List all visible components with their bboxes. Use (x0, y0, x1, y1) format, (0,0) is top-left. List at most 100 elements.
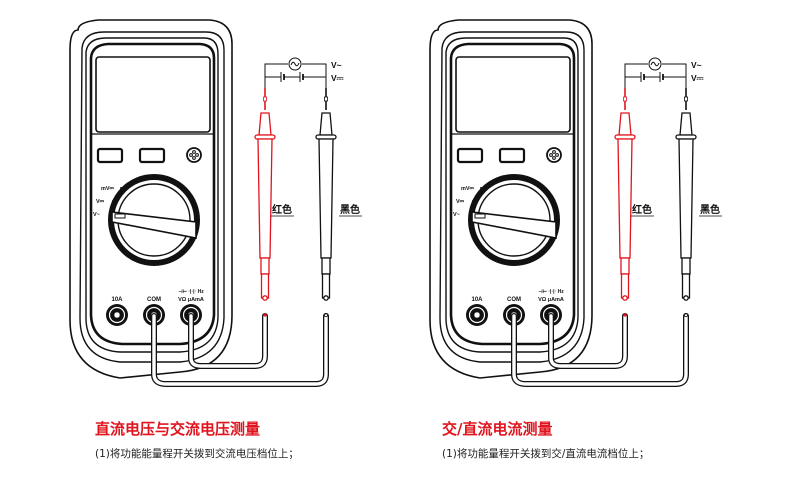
source-label-ac: V~ (331, 60, 342, 70)
probe-tip-collar (263, 96, 267, 102)
rotary-dial-ring (108, 174, 200, 266)
ac-source-icon (288, 57, 302, 71)
multimeter-face (89, 42, 216, 346)
red-probe-label: 红色 (272, 203, 292, 216)
multimeter-outer-shell (429, 19, 593, 379)
probe-handle-end (321, 257, 331, 275)
red-probe (614, 88, 636, 301)
probe-nose (679, 112, 693, 136)
circuit-wire-ac (662, 63, 687, 88)
dial-pointer (471, 211, 557, 239)
jack-label-com: COM (147, 297, 161, 303)
black-probe-label: 黑色 (700, 203, 720, 216)
dial-tick (120, 187, 122, 189)
probe-handle (617, 138, 633, 259)
range-button (498, 147, 526, 164)
probe-boot (321, 273, 331, 299)
circuit-wire-ac (624, 63, 648, 88)
ac-source-sine (650, 61, 660, 67)
light-button (186, 147, 202, 163)
jack-label-v-ohm-ma: VΩ μAmA (178, 297, 204, 303)
jack-10a-socket (473, 311, 481, 319)
light-button (546, 147, 562, 163)
black-probe (675, 88, 697, 301)
lcd-display (455, 56, 571, 133)
source-label-dc: V⎓ (691, 73, 705, 83)
range-button (138, 147, 166, 164)
jack-10a-socket (113, 311, 121, 319)
multimeter-body (85, 37, 219, 353)
function-button (456, 147, 484, 164)
jack-label-10a: 10A (111, 297, 123, 303)
multimeter-bumper (439, 31, 585, 363)
jack-label-v-ohm-ma: VΩ μAmA (538, 297, 564, 303)
red-probe (254, 88, 276, 301)
ac-source-icon (648, 57, 662, 71)
jack-label-com: COM (507, 297, 521, 303)
probe-tip-collar (324, 96, 328, 102)
probe-nose (618, 112, 632, 136)
probe-nose (258, 112, 272, 136)
light-button-dot (192, 156, 196, 160)
panel-title: 交/直流电流测量 (442, 420, 553, 438)
probe-handle (257, 138, 273, 259)
dial-pointer-mark (114, 213, 126, 219)
function-button (96, 147, 124, 164)
jack-label-symbols: ⊣⊢ ·|·|· Hz (538, 287, 564, 295)
black-probe (315, 88, 337, 301)
panel-title: 直流电压与交流电压测量 (95, 420, 261, 438)
black-lead-cable (151, 313, 329, 387)
red-probe-label: 红色 (632, 203, 652, 216)
source-label-ac: V~ (691, 60, 702, 70)
black-lead-cable-inner (152, 314, 328, 386)
light-button-dot (195, 153, 199, 157)
probe-cable-end (262, 295, 268, 301)
probe-tip-collar (684, 96, 688, 102)
dial-label-v-dc: V⎓ (456, 199, 465, 205)
probe-boot (260, 273, 270, 299)
dial-pointer (111, 211, 197, 239)
jack-label-symbols: ⊣⊢ ·|·|· Hz (178, 287, 204, 295)
black-probe-label: 黑色 (340, 203, 360, 216)
dial-label-v-ac: V~ (93, 212, 100, 218)
jack-10a-ring (108, 306, 126, 324)
multimeter-face (449, 42, 576, 346)
black-lead-end (323, 312, 328, 317)
probe-cable-end (622, 295, 628, 301)
source-label-dc: V⎓ (331, 73, 345, 83)
probe-handle (678, 138, 694, 259)
dial-label-v-dc: V⎓ (96, 199, 105, 205)
light-button-dot (189, 153, 193, 157)
light-button-dot (192, 150, 196, 154)
light-button-dot (552, 150, 556, 154)
panel-step-text: (1)将功能量程开关拨到交/直流电流档位上； (442, 448, 650, 460)
dial-tick (480, 187, 482, 189)
dial-tick (469, 213, 471, 215)
probe-cable-end (323, 295, 329, 301)
red-lead-cable-inner (549, 314, 627, 368)
ac-source-sine (290, 61, 300, 67)
probe-handle-end (260, 257, 270, 275)
probe-nose (319, 112, 333, 136)
red-lead-cable-inner (189, 314, 267, 368)
multimeter-bumper (79, 31, 225, 363)
dial-label-mv-dc: mV⎓ (461, 186, 475, 192)
jack-label-10a: 10A (471, 297, 483, 303)
probe-tip-collar (623, 96, 627, 102)
dial-tick (472, 200, 474, 202)
probe-boot (620, 273, 630, 299)
rotary-dial-ring (468, 174, 560, 266)
circuit-wire-ac (264, 63, 288, 88)
circuit-wire-ac (302, 63, 327, 88)
black-lead-end (684, 312, 689, 317)
light-button-dot (552, 156, 556, 160)
black-lead-cable-inner (512, 314, 688, 386)
jack-10a-ring (468, 306, 486, 324)
red-lead-end (263, 313, 267, 317)
lcd-display (95, 56, 211, 133)
probe-handle-end (681, 257, 691, 275)
multimeter-outer-shell (69, 19, 233, 379)
